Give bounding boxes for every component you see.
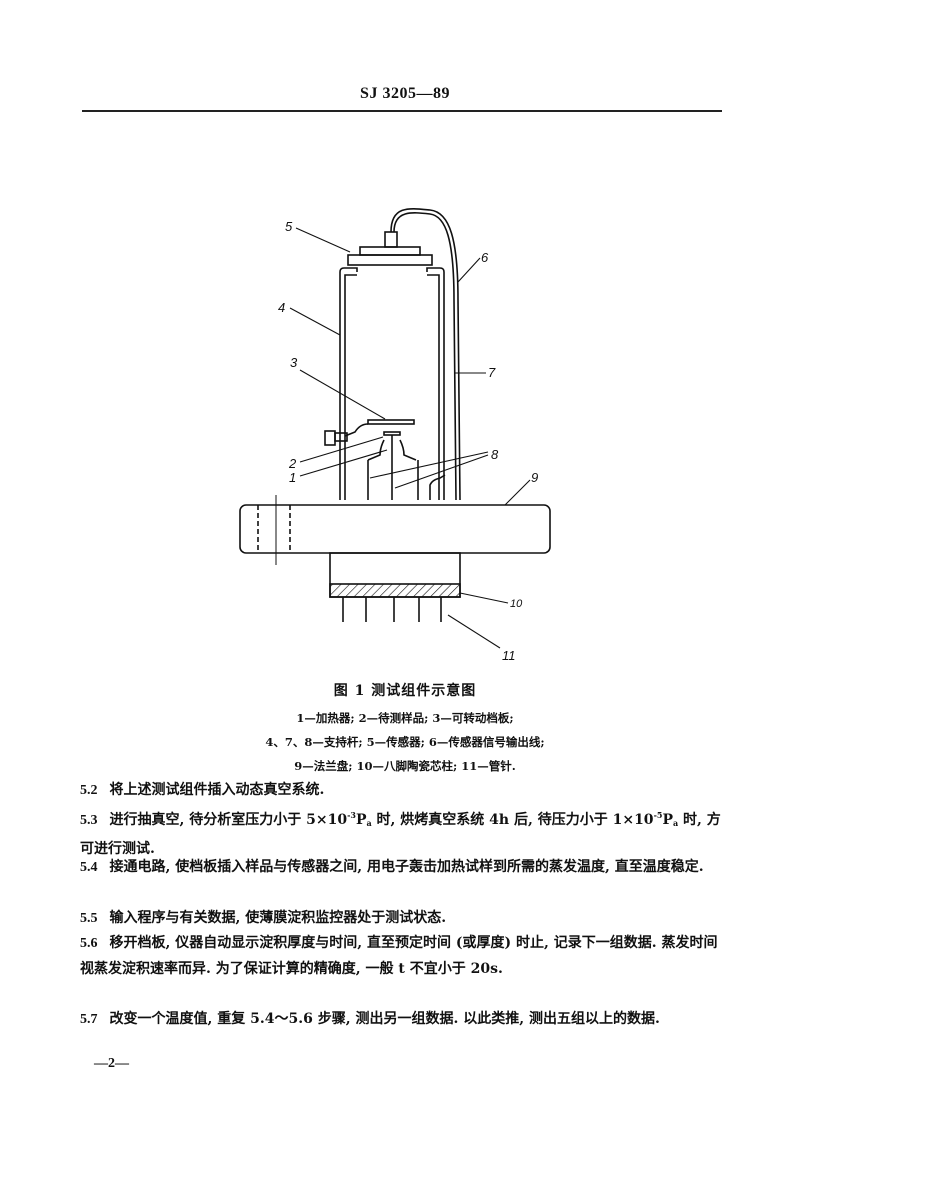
callout-8: 8 bbox=[491, 447, 499, 462]
callout-11: 11 bbox=[502, 648, 516, 663]
section-number: 5.7 bbox=[80, 1012, 98, 1027]
figure-legend-line: 1—加热器; 2—待测样品; 3—可转动档板; bbox=[296, 711, 514, 725]
standard-code: SJ 3205—89 bbox=[360, 85, 450, 102]
callout-5: 5 bbox=[285, 219, 293, 234]
exponent: -5 bbox=[653, 810, 663, 820]
callout-7: 7 bbox=[488, 365, 496, 380]
section-5-2: 5.2 将上述测试组件插入动态真空系统. bbox=[80, 778, 725, 804]
unit-subscript: a bbox=[672, 818, 679, 828]
section-text: 输入程序与有关数据, 使薄膜淀积监控器处于测试状态. bbox=[109, 910, 447, 926]
figure-caption: 图 1 测试组件示意图 bbox=[333, 683, 477, 699]
figure-legend-line: 9—法兰盘; 10—八脚陶瓷芯柱; 11—管针. bbox=[294, 759, 516, 773]
section-number: 5.3 bbox=[80, 813, 98, 828]
section-number: 5.5 bbox=[80, 911, 98, 926]
section-text: 接通电路, 使档板插入样品与传感器之间, 用电子轰击加热试样到所需的蒸发温度, … bbox=[109, 859, 704, 875]
section-5-4: 5.4 接通电路, 使档板插入样品与传感器之间, 用电子轰击加热试样到所需的蒸发温… bbox=[80, 855, 725, 881]
callout-9: 9 bbox=[531, 470, 538, 485]
section-number: 5.6 bbox=[80, 936, 98, 951]
figure-legend-line: 4、7、8—支持杆; 5—传感器; 6—传感器信号输出线; bbox=[265, 735, 545, 749]
section-text: 将上述测试组件插入动态真空系统. bbox=[109, 782, 325, 798]
sensor-connector bbox=[384, 231, 398, 248]
section-number: 5.4 bbox=[80, 860, 98, 875]
page-number: —2— bbox=[94, 1056, 129, 1071]
section-text: 移开档板, 仪器自动显示淀积厚度与时间, 直至预定时间 (或厚度) 时止, 记录… bbox=[80, 935, 718, 977]
section-text: 时, 烘烤真空系统 4h 后, 待压力小于 1×10 bbox=[371, 812, 654, 828]
callout-1: 1 bbox=[289, 470, 296, 485]
callout-4: 4 bbox=[278, 300, 285, 315]
callout-10: 10 bbox=[510, 598, 523, 610]
unit: P bbox=[355, 812, 367, 828]
section-number: 5.2 bbox=[80, 783, 98, 798]
header-rule bbox=[82, 110, 722, 112]
test-assembly-diagram: 5 4 3 2 1 7 6 8 9 10 11 bbox=[230, 200, 570, 670]
section-text: 改变一个温度值, 重复 5.4～5.6 步骤, 测出另一组数据. 以此类推, 测… bbox=[109, 1011, 660, 1027]
callout-3: 3 bbox=[290, 355, 298, 370]
section-text: 时, 方可进行测试. bbox=[80, 812, 721, 857]
section-5-5: 5.5 输入程序与有关数据, 使薄膜淀积监控器处于测试状态. bbox=[80, 906, 725, 932]
unit: P bbox=[662, 812, 673, 828]
exponent: -3 bbox=[347, 810, 356, 820]
callout-2: 2 bbox=[288, 456, 297, 471]
unit-subscript: a bbox=[366, 818, 372, 828]
callout-6: 6 bbox=[481, 250, 489, 265]
section-text: 进行抽真空, 待分析室压力小于 5×10 bbox=[109, 812, 348, 828]
section-5-7: 5.7 改变一个温度值, 重复 5.4～5.6 步骤, 测出另一组数据. 以此类推… bbox=[80, 1007, 725, 1033]
